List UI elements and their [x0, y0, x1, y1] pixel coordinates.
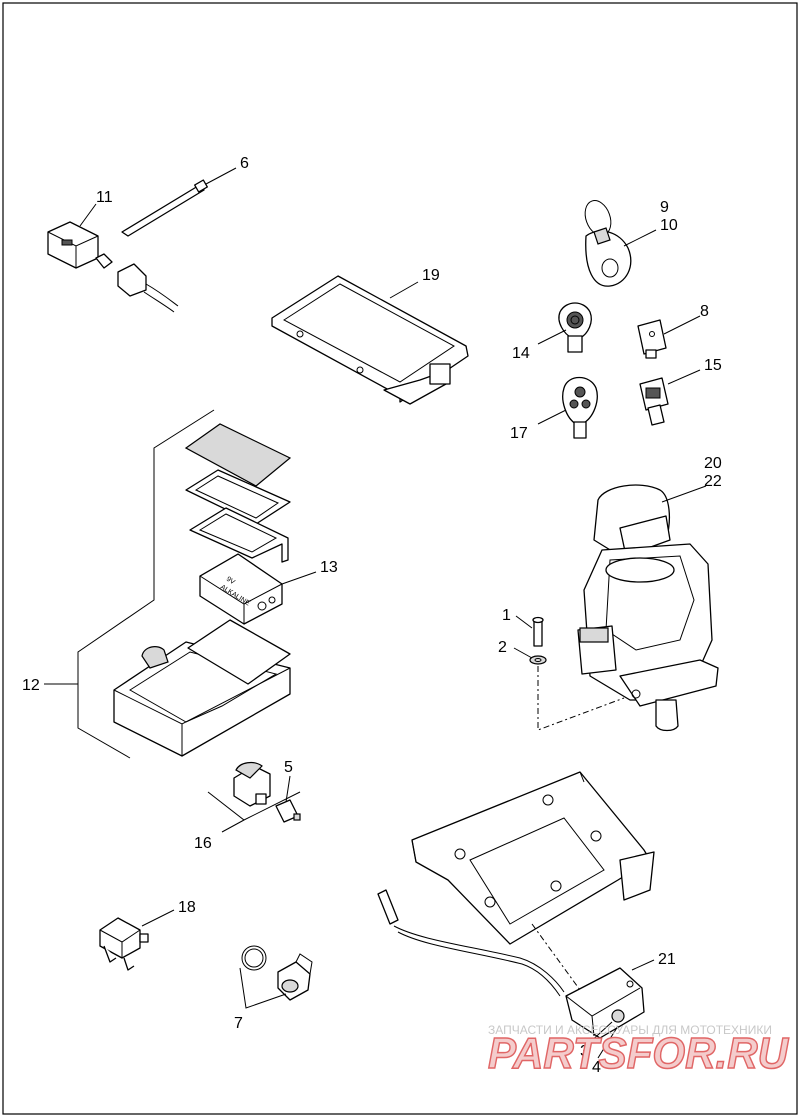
- part-12-battery-case: [113, 619, 291, 757]
- leader-19: [389, 281, 419, 299]
- watermark-brand: PARTSFOR.RU: [488, 1029, 789, 1078]
- callout-14: 14: [512, 345, 530, 362]
- callout-2: 2: [498, 639, 507, 656]
- callout-17: 17: [510, 425, 528, 442]
- part-7-sender: [277, 953, 313, 1001]
- callout-12: 12: [22, 677, 40, 694]
- part-6-cable-tie: [121, 179, 208, 237]
- callout-3: 3: [580, 1043, 589, 1060]
- group-7-leader: [239, 967, 287, 1009]
- part-11-connector: [47, 221, 179, 313]
- part-9-10-key-tag: [584, 200, 632, 287]
- leader-18: [141, 909, 175, 927]
- part-14-fob: [558, 302, 592, 353]
- part-8-key: [637, 319, 667, 359]
- part-15-key: [639, 377, 669, 426]
- leader-3: [587, 1021, 613, 1045]
- callout-20: 20: [704, 455, 722, 472]
- leader-8: [663, 315, 701, 335]
- group-12-bracket: [77, 409, 215, 759]
- part-2-washer: [529, 655, 547, 665]
- leader-6: [205, 167, 237, 185]
- leader-13: [281, 571, 317, 585]
- callout-4: 4: [592, 1059, 601, 1076]
- part-12-gaskets: [184, 423, 292, 563]
- leader-1: [515, 615, 533, 629]
- callout-19: 19: [422, 267, 440, 284]
- part-1-screw: [532, 616, 544, 647]
- leader-20-22: [661, 485, 707, 503]
- part-16-sensor: [233, 761, 271, 807]
- part-20-22-ignition-switch: [577, 484, 719, 732]
- part-19-module: [271, 275, 469, 405]
- callout-1: 1: [502, 607, 511, 624]
- callout-10: 10: [660, 217, 678, 234]
- callout-7: 7: [234, 1015, 243, 1032]
- callout-8: 8: [700, 303, 709, 320]
- battery-label-1: 9V: [225, 576, 236, 587]
- part-13-battery: 9V ALKALINE: [199, 553, 283, 625]
- part-7-oring: [241, 945, 267, 971]
- callout-5: 5: [284, 759, 293, 776]
- mounting-plate: [411, 771, 655, 945]
- leader-2: [513, 647, 533, 659]
- part-17-remote-fob: [562, 376, 598, 439]
- leader-14: [537, 329, 567, 345]
- leader-4: [597, 1025, 619, 1059]
- watermark-tagline: ЗАПЧАСТИ И АКСЕССУАРЫ ДЛЯ МОТОТЕХНИКИ: [488, 1023, 772, 1037]
- leader-15: [667, 369, 701, 385]
- sensor-cable: [377, 889, 565, 997]
- leader-16: [221, 819, 245, 833]
- callout-22: 22: [704, 473, 722, 490]
- dash-plate-to-21: [531, 923, 581, 991]
- leader-5: [285, 775, 291, 803]
- leader-21: [631, 959, 655, 971]
- callout-9: 9: [660, 199, 669, 216]
- callout-21: 21: [658, 951, 676, 968]
- leader-17: [537, 409, 567, 425]
- leader-11: [79, 203, 97, 227]
- part-18-sensor-connector: [99, 917, 149, 971]
- callout-18: 18: [178, 899, 196, 916]
- callout-13: 13: [320, 559, 338, 576]
- callout-16: 16: [194, 835, 212, 852]
- callout-6: 6: [240, 155, 249, 172]
- callout-15: 15: [704, 357, 722, 374]
- part-5-plug: [275, 799, 301, 823]
- part-21-sensor: [565, 967, 645, 1039]
- callout-11: 11: [96, 189, 113, 206]
- leader-10: [623, 229, 657, 247]
